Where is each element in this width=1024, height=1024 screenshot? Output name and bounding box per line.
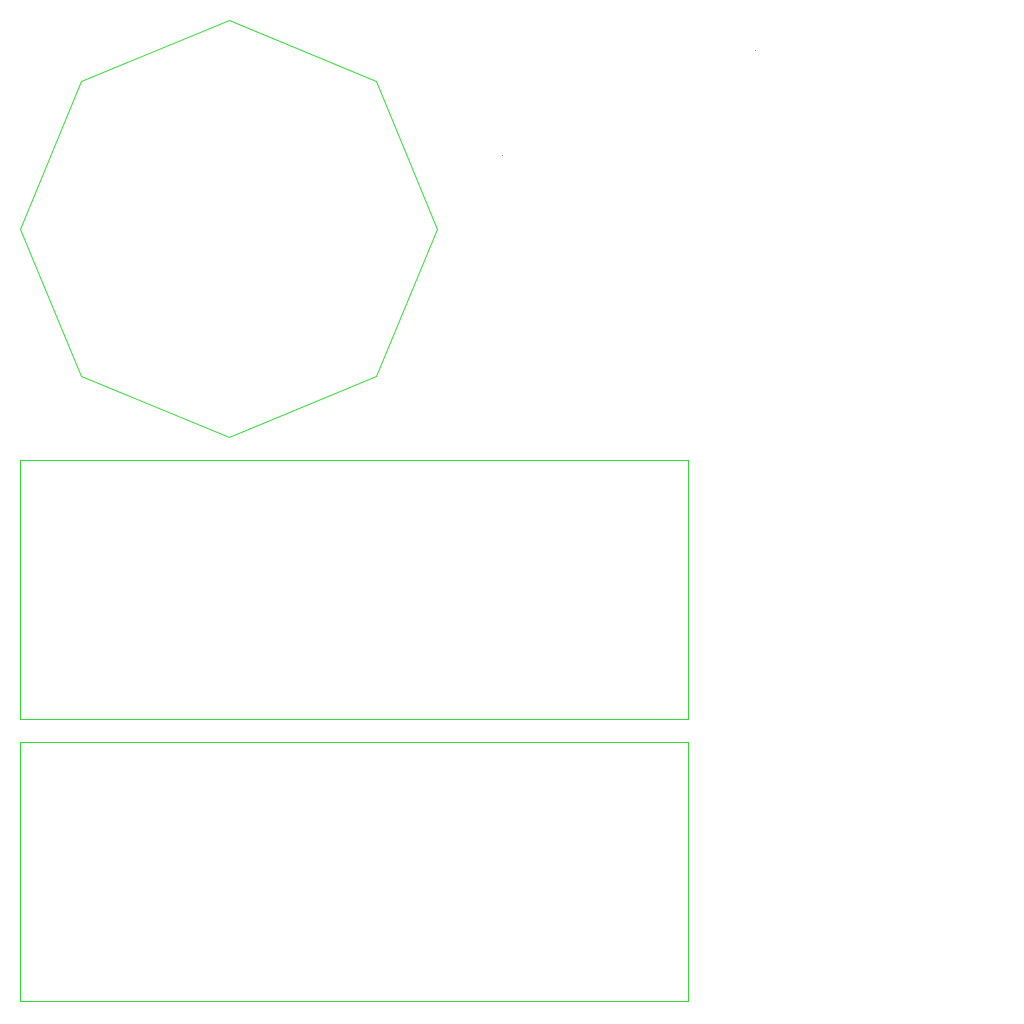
speck-mark bbox=[755, 50, 756, 51]
octagon-outline bbox=[19, 19, 439, 439]
speck-mark bbox=[502, 155, 503, 156]
lower-rectangle-outline bbox=[20, 742, 689, 1002]
upper-rectangle-outline bbox=[20, 460, 689, 720]
